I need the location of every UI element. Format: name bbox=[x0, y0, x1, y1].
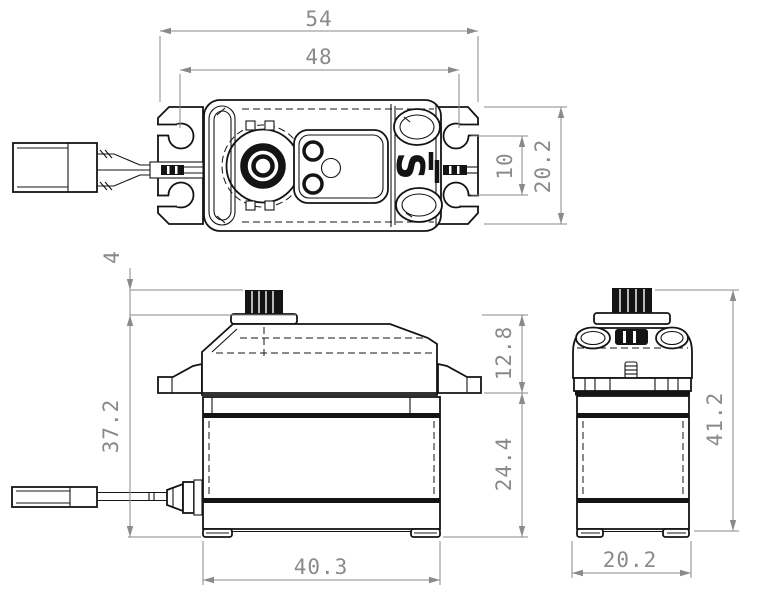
case-bosses-top: S bbox=[388, 108, 443, 223]
dim-case-length-40-3: 40.3 bbox=[202, 541, 441, 585]
dim-label-20-2-top: 20.2 bbox=[531, 139, 555, 194]
front-view-dimensions: 20.2 41.2 bbox=[571, 289, 739, 578]
dim-label-37-2: 37.2 bbox=[99, 399, 123, 454]
flange-band-front bbox=[573, 377, 692, 396]
right-flange-channel bbox=[443, 165, 478, 175]
top-view-dimensions: 54 48 10 20.2 bbox=[159, 7, 567, 225]
dim-label-24-4: 24.4 bbox=[492, 437, 516, 492]
front-view bbox=[572, 288, 693, 538]
lower-case-front bbox=[576, 395, 690, 538]
mount-tab-right-side bbox=[437, 362, 482, 394]
dim-mount-span-48: 48 bbox=[179, 45, 460, 128]
connector-plug-top bbox=[12, 142, 98, 193]
dim-label-4: 4 bbox=[100, 250, 124, 264]
dim-case-height-37-2: 37.2 bbox=[99, 399, 201, 538]
dim-overall-height-41-2: 41.2 bbox=[655, 289, 739, 532]
dim-lower-height-24-4: 24.4 bbox=[443, 393, 528, 538]
servo-wires-top bbox=[97, 149, 152, 191]
top-view: S bbox=[12, 99, 479, 232]
connector-plug-side bbox=[11, 486, 98, 508]
dim-label-12-8: 12.8 bbox=[492, 326, 516, 381]
top-cover-side bbox=[201, 323, 438, 396]
head-front bbox=[572, 288, 693, 379]
brand-logo-letter: S bbox=[388, 152, 432, 179]
side-view-dimensions: 4 37.2 12.8 24.4 40.3 bbox=[99, 250, 528, 585]
dim-label-48: 48 bbox=[305, 45, 332, 69]
dim-spline-height-4: 4 bbox=[100, 250, 296, 537]
dim-upper-height-12-8: 12.8 bbox=[482, 314, 528, 537]
dim-label-20-2-front: 20.2 bbox=[603, 548, 658, 572]
dim-case-width-20-2-top: 20.2 bbox=[484, 106, 567, 225]
wire-ribbon bbox=[149, 161, 204, 179]
dim-label-10: 10 bbox=[493, 152, 517, 179]
dim-label-54: 54 bbox=[305, 7, 332, 31]
dim-label-41-2: 41.2 bbox=[703, 392, 727, 447]
output-gear-top bbox=[221, 120, 305, 211]
center-plate-top bbox=[293, 129, 389, 204]
dim-slot-spacing-10: 10 bbox=[471, 135, 528, 196]
dim-case-width-20-2-front: 20.2 bbox=[571, 541, 692, 578]
side-view bbox=[11, 290, 482, 538]
dim-label-40-3: 40.3 bbox=[294, 555, 349, 579]
dim-overall-length-54: 54 bbox=[159, 7, 479, 102]
lower-case-side bbox=[202, 396, 441, 538]
servo-wire-side bbox=[97, 491, 167, 502]
cable-grommet bbox=[166, 479, 203, 516]
